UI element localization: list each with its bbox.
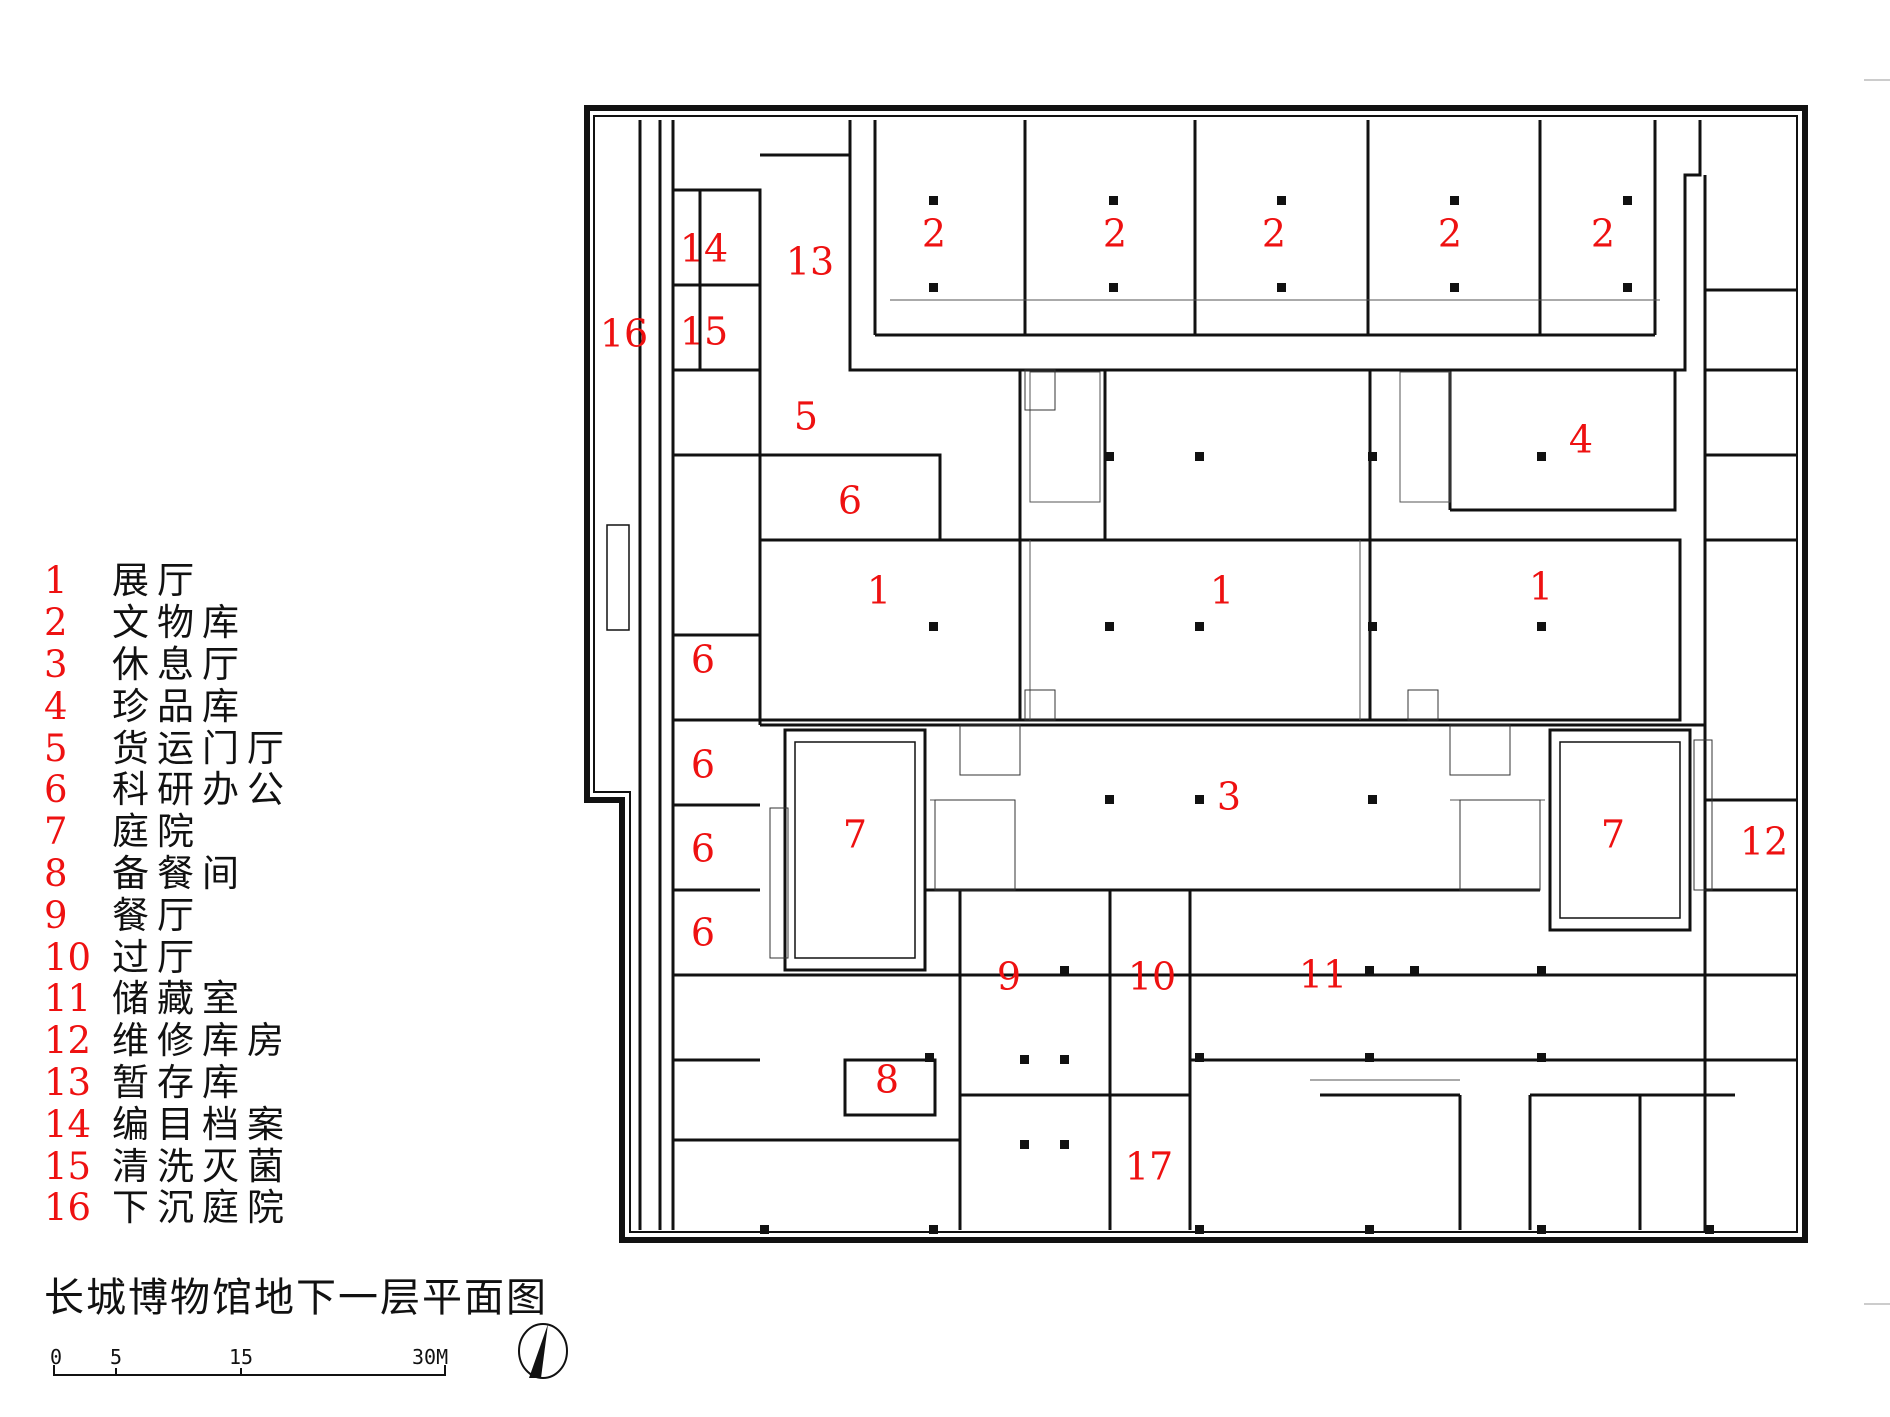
legend-item: 14 编目档案: [44, 1103, 292, 1145]
room-label-10: 10: [1128, 955, 1176, 999]
room-label-15: 15: [680, 310, 728, 354]
legend-item: 8 备餐间: [44, 853, 292, 895]
room-label-2c: 2: [1262, 212, 1286, 256]
stair-hatching: [769, 369, 1713, 959]
scale-label-0: 0: [50, 1345, 63, 1369]
north-arrow-icon: [518, 1323, 568, 1379]
page-edge-marks: [1864, 79, 1890, 1305]
legend-number: 4: [44, 684, 68, 728]
legend-number: 16: [44, 1186, 92, 1230]
scale-label-15: 15: [229, 1345, 254, 1369]
legend-room-name: 维修库房: [112, 1019, 292, 1063]
legend-room-name: 文物库: [112, 601, 247, 645]
legend-room-name: 下沉庭院: [112, 1186, 292, 1230]
room-label-11: 11: [1299, 953, 1347, 997]
legend-number: 12: [44, 1019, 92, 1063]
legend-number: 3: [44, 642, 68, 686]
room-label-6c: 6: [691, 827, 715, 871]
legend-item: 4 珍品库: [44, 685, 292, 727]
legend-room-name: 清洗灭菌: [112, 1144, 292, 1188]
room-label-2a: 2: [922, 212, 946, 256]
room-label-5: 5: [794, 395, 818, 439]
room-label-1b: 1: [1210, 569, 1234, 613]
legend-item: 1 展厅: [44, 560, 292, 602]
legend-number: 2: [44, 601, 68, 645]
legend-item: 12 维修库房: [44, 1020, 292, 1062]
legend-number: 13: [44, 1060, 92, 1104]
room-label-6a: 6: [691, 638, 715, 682]
room-label-12: 12: [1740, 820, 1788, 864]
room-label-16: 16: [600, 312, 648, 356]
columns: [760, 196, 1714, 1234]
room-label-8: 8: [875, 1058, 899, 1102]
legend-room-name: 编目档案: [112, 1102, 292, 1146]
room-label-2e: 2: [1591, 212, 1615, 256]
legend-item: 7 庭院: [44, 811, 292, 853]
scale-label-5: 5: [110, 1345, 123, 1369]
legend-room-name: 科研办公: [112, 768, 292, 812]
room-label-3: 3: [1217, 775, 1241, 819]
room-label-6b: 6: [691, 743, 715, 787]
legend-item: 6 科研办公: [44, 769, 292, 811]
legend-number: 15: [44, 1144, 92, 1188]
legend-number: 5: [44, 726, 68, 770]
legend-room-name: 餐厅: [112, 893, 202, 937]
legend-number: 1: [44, 559, 68, 603]
legend-number: 11: [44, 977, 92, 1021]
room-label-6-top: 6: [838, 479, 862, 523]
room-label-7a: 7: [843, 813, 867, 857]
room-label-17: 17: [1125, 1145, 1173, 1189]
legend-room-name: 货运门厅: [112, 726, 292, 770]
legend-room-name: 暂存库: [112, 1060, 247, 1104]
legend-item: 5 货运门厅: [44, 727, 292, 769]
legend-item: 11 储藏室: [44, 978, 292, 1020]
legend-number: 14: [44, 1102, 92, 1146]
room-walls: [606, 120, 1797, 1232]
room-label-4: 4: [1569, 418, 1593, 462]
room-label-7b: 7: [1601, 813, 1625, 857]
legend-item: 15 清洗灭菌: [44, 1145, 292, 1187]
legend-number: 9: [44, 893, 68, 937]
legend-room-name: 珍品库: [112, 684, 247, 728]
legend-room-name: 过厅: [112, 935, 202, 979]
room-labels: 2 2 2 2 2 13 14 15 16 5 4 6 1 1 1 6 6 6 …: [600, 212, 1788, 1189]
drawing-title: 长城博物馆地下一层平面图: [44, 1275, 548, 1321]
legend-room-name: 储藏室: [112, 977, 247, 1021]
scale-bar: [53, 1365, 446, 1376]
legend-room-name: 庭院: [112, 810, 202, 854]
legend-number: 10: [44, 935, 92, 979]
scale-label-30m: 30M: [412, 1345, 449, 1369]
room-label-1c: 1: [1529, 565, 1553, 609]
legend-room-name: 展厅: [112, 559, 202, 603]
legend-room-name: 休息厅: [112, 642, 247, 686]
legend-number: 8: [44, 851, 68, 895]
legend-room-name: 备餐间: [112, 851, 247, 895]
legend-item: 10 过厅: [44, 936, 292, 978]
outer-walls: [584, 105, 1808, 1243]
room-label-14: 14: [680, 227, 728, 271]
legend-item: 9 餐厅: [44, 894, 292, 936]
legend-item: 3 休息厅: [44, 644, 292, 686]
room-label-13: 13: [786, 240, 834, 284]
legend-item: 13 暂存库: [44, 1062, 292, 1104]
room-label-6d: 6: [691, 911, 715, 955]
legend-item: 16 下沉庭院: [44, 1187, 292, 1229]
legend-number: 6: [44, 768, 68, 812]
legend-item: 2 文物库: [44, 602, 292, 644]
legend-number: 7: [44, 810, 68, 854]
room-label-1a: 1: [867, 569, 891, 613]
room-label-2b: 2: [1103, 212, 1127, 256]
room-label-2d: 2: [1438, 212, 1462, 256]
room-label-9: 9: [997, 955, 1021, 999]
